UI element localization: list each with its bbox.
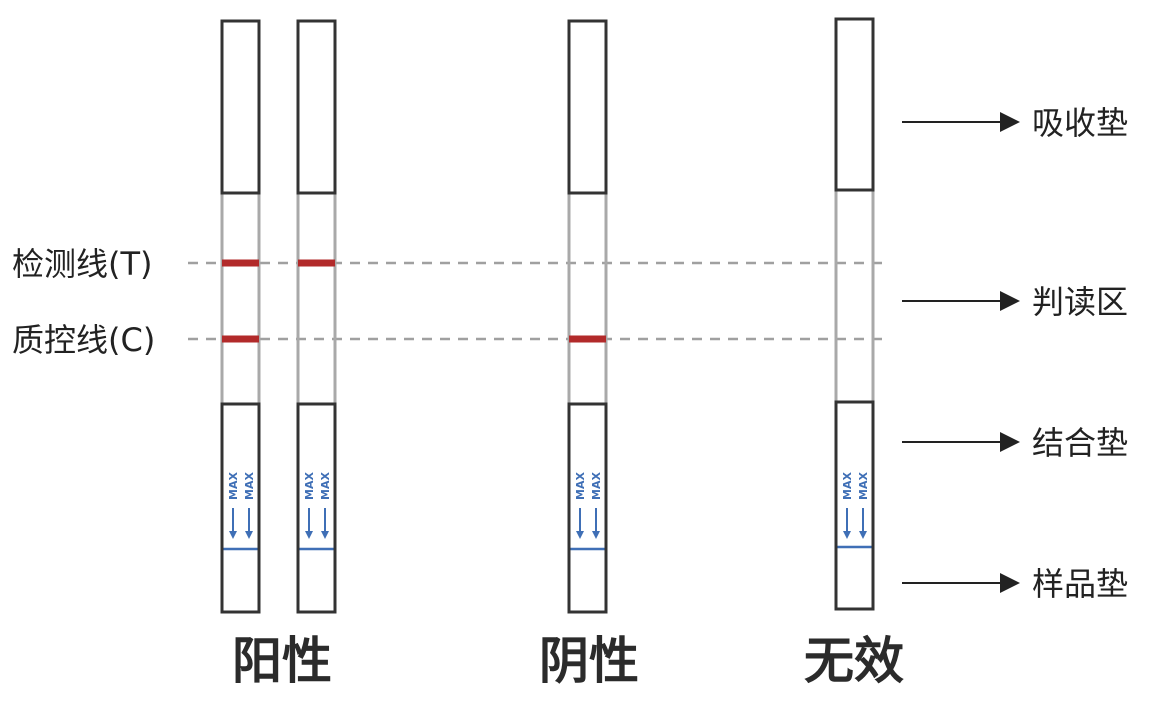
max-marker-text: MAX (303, 472, 316, 500)
absorbent-pad (220, 19, 261, 195)
invalid-result-label: 无效 (804, 632, 904, 690)
max-marker-text: MAX (841, 472, 854, 500)
test-line-band (222, 259, 259, 267)
max-marker-text: MAX (243, 472, 256, 500)
flow-arrow-head-icon (245, 531, 253, 539)
flow-arrow-head-icon (576, 531, 584, 539)
reading-zone-label: 判读区 (1032, 283, 1128, 321)
max-marker-text: MAX (857, 472, 870, 500)
flow-arrow-head-icon (321, 531, 329, 539)
sample-pad-label: 样品垫 (1032, 565, 1128, 603)
flow-arrow-head-icon (843, 531, 851, 539)
conjugate-sample-pad (834, 400, 875, 611)
absorbent-pad (296, 19, 337, 195)
flow-arrow-head-icon (305, 531, 313, 539)
conjugate-pad-label: 结合垫 (1032, 424, 1128, 462)
conjugate-sample-pad (296, 402, 337, 614)
absorbent-pad (567, 19, 608, 195)
flow-arrow-head-icon (592, 531, 600, 539)
max-marker-text: MAX (590, 472, 603, 500)
control-line-band (569, 335, 606, 343)
test-line-band (298, 259, 335, 267)
flow-arrow-head-icon (229, 531, 237, 539)
max-marker-text: MAX (319, 472, 332, 500)
absorbent-pad (834, 17, 875, 192)
negative-result-label: 阴性 (539, 632, 639, 690)
conjugate-sample-pad (220, 402, 261, 614)
control-line-label: 质控线(C) (12, 321, 155, 359)
flow-arrow-head-icon (859, 531, 867, 539)
conjugate-sample-pad (567, 402, 608, 614)
absorbent-pad-label: 吸收垫 (1032, 104, 1128, 142)
max-marker-text: MAX (227, 472, 240, 500)
test-line-label: 检测线(T) (12, 245, 153, 283)
max-marker-text: MAX (574, 472, 587, 500)
control-line-band (222, 335, 259, 343)
positive-result-label: 阳性 (232, 632, 332, 690)
